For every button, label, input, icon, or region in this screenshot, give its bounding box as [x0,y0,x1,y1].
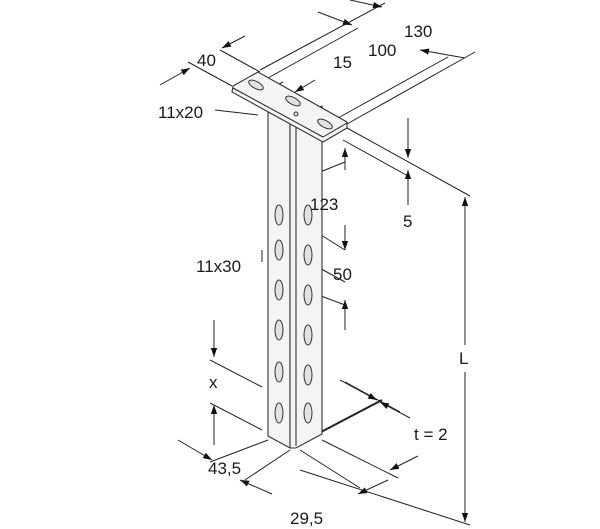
dim-wall-thickness: t = 2 [414,425,448,444]
dim-first-slot: 123 [310,195,338,214]
dim-hole-spacing: 100 [368,41,396,60]
dim-slot-size: 11x30 [196,257,241,276]
dim-hole-offset: 15 [333,53,352,72]
dim-plate-width: 40 [197,51,216,70]
dim-length: L [459,349,468,368]
top-plate [231,71,348,143]
slots [274,204,313,424]
dim-plate-hole: 11x20 [158,103,203,122]
dimension-arrows [159,0,469,522]
channel-column [267,105,323,449]
dim-slot-pitch: 50 [333,265,352,284]
dim-profile-depth: 43,5 [208,459,241,478]
dim-end-distance: x [209,373,218,392]
dim-profile-width: 29,5 [290,509,323,528]
dim-plate-length: 130 [404,22,432,41]
extension-lines [187,2,476,526]
dim-plate-thickness: 5 [403,212,412,231]
